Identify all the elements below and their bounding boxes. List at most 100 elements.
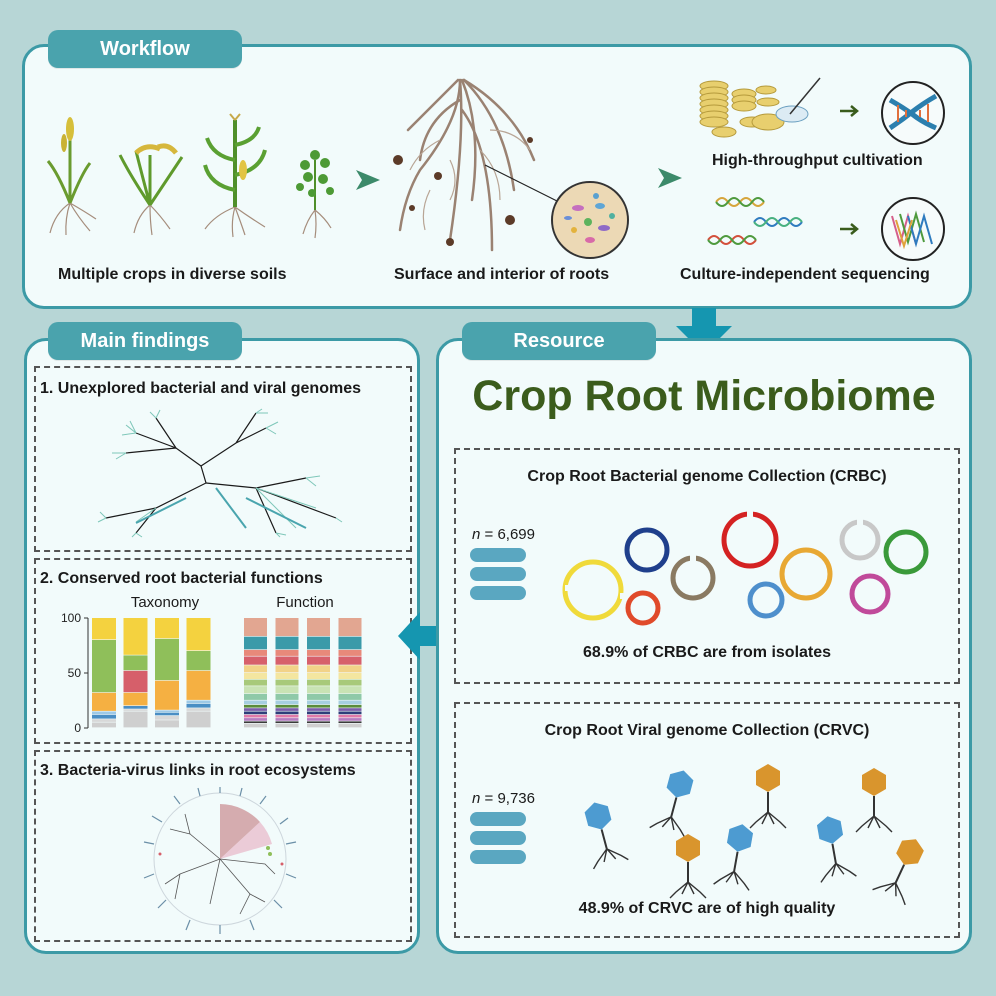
phage-orange-4 bbox=[871, 830, 934, 906]
finding-3-box bbox=[34, 750, 412, 942]
taxonomy-bar-segment bbox=[92, 714, 116, 719]
function-bar-segment bbox=[275, 708, 299, 711]
function-bar-segment bbox=[307, 711, 330, 715]
function-bar-segment bbox=[244, 693, 267, 700]
crvc-count: n = 9,736 bbox=[472, 790, 535, 807]
taxonomy-bar-segment bbox=[92, 711, 116, 715]
function-bar-segment bbox=[338, 686, 362, 694]
function-bar-segment bbox=[244, 636, 267, 650]
function-bar-segment bbox=[338, 711, 362, 715]
genome-assembly-icon bbox=[881, 197, 945, 261]
function-bar-segment bbox=[307, 665, 330, 673]
taxonomy-bar-segment bbox=[186, 670, 211, 700]
crvc-title: Crop Root Viral genome Collection (CRVC) bbox=[544, 722, 870, 739]
crbc-footer: 68.9% of CRBC are from isolates bbox=[582, 644, 832, 661]
phylogenetic-tree-illustration bbox=[97, 408, 343, 538]
rice-plant bbox=[118, 143, 184, 206]
function-bar-segment bbox=[338, 618, 362, 637]
crvc-n-value: = 9,736 bbox=[480, 790, 535, 807]
workflow-tab: Workflow bbox=[48, 30, 242, 68]
taxonomy-bar-segment bbox=[186, 703, 211, 708]
function-bar-segment bbox=[307, 636, 330, 650]
function-bar-segment bbox=[244, 718, 267, 721]
taxonomy-chart-title: Taxonomy bbox=[130, 594, 200, 611]
function-bar-segment bbox=[244, 656, 267, 665]
function-bar-segment bbox=[307, 708, 330, 711]
function-bar-segment bbox=[275, 714, 299, 718]
crbc-count: n = 6,699 bbox=[472, 526, 535, 543]
function-bar-segment bbox=[338, 718, 362, 721]
function-bar-segment bbox=[244, 714, 267, 718]
function-bar-segment bbox=[338, 636, 362, 650]
phage-orange-3 bbox=[669, 833, 707, 899]
flow-arrow-1 bbox=[356, 170, 380, 190]
resource-panel bbox=[436, 338, 972, 954]
function-bar-segment bbox=[307, 704, 330, 708]
sequencing-label: Culture-independent sequencing bbox=[680, 266, 930, 283]
function-bar-segment bbox=[338, 673, 362, 679]
function-bar-segment bbox=[338, 704, 362, 708]
root-system-illustration bbox=[393, 78, 629, 259]
phage-blue-2 bbox=[648, 764, 703, 838]
cultivation-label: High-throughput cultivation bbox=[712, 152, 923, 169]
function-bar-segment bbox=[275, 718, 299, 721]
function-bar-segment bbox=[244, 704, 267, 708]
function-bar-segment bbox=[244, 679, 267, 686]
crbc-n-symbol: n bbox=[472, 526, 481, 543]
function-bar-segment bbox=[244, 723, 267, 728]
phage-blue-1 bbox=[575, 796, 630, 870]
taxonomy-bar-segment bbox=[123, 711, 148, 728]
function-bar-segment bbox=[338, 679, 362, 686]
function-bar-segment bbox=[307, 673, 330, 679]
function-bar-segment bbox=[244, 708, 267, 711]
resource-title: Crop Root Microbiome bbox=[472, 372, 936, 420]
taxonomy-bar-segment bbox=[92, 722, 116, 728]
function-bar-segment bbox=[338, 723, 362, 728]
taxonomy-bar-segment bbox=[123, 709, 148, 711]
function-bar-segment bbox=[275, 686, 299, 694]
taxonomy-y-tick-label: 0 bbox=[74, 721, 81, 735]
function-bar-segment bbox=[275, 693, 299, 700]
finding-2-box bbox=[34, 558, 412, 744]
flow-arrow-2 bbox=[658, 168, 682, 188]
function-bar-segment bbox=[307, 723, 330, 728]
taxonomy-bar-segment bbox=[186, 711, 211, 728]
crbc-n-value: = 6,699 bbox=[480, 526, 535, 543]
function-bar-segment bbox=[275, 704, 299, 708]
bacterial-genome-plasmids bbox=[562, 511, 929, 626]
function-bar-segment bbox=[338, 714, 362, 718]
function-bar-segment bbox=[338, 700, 362, 705]
function-bar-segment bbox=[307, 718, 330, 721]
phage-blue-4 bbox=[808, 812, 858, 884]
crvc-n-symbol: n bbox=[472, 790, 481, 807]
crbc-database-icon bbox=[470, 548, 526, 600]
function-bar-segment bbox=[307, 679, 330, 686]
function-bar-segment bbox=[338, 665, 362, 673]
down-arrow bbox=[676, 308, 732, 354]
phage-blue-3 bbox=[712, 820, 762, 892]
circular-phylogeny-illustration bbox=[143, 787, 297, 934]
taxonomy-bar-segment bbox=[123, 692, 148, 706]
taxonomy-bar-segment bbox=[123, 670, 148, 693]
taxonomy-bar-segment bbox=[92, 640, 116, 693]
function-bar-segment bbox=[275, 679, 299, 686]
taxonomy-bar-segment bbox=[92, 618, 116, 640]
finding-1-label: 1. Unexplored bacterial and viral genome… bbox=[40, 380, 361, 397]
maize-plant bbox=[203, 113, 267, 207]
taxonomy-bar-segment bbox=[155, 720, 179, 728]
crvc-database-icon bbox=[470, 812, 526, 864]
function-bar-segment bbox=[307, 656, 330, 665]
crop-plants-illustration bbox=[46, 113, 334, 239]
function-bar-segment bbox=[275, 636, 299, 650]
taxonomy-bar-segment bbox=[155, 710, 179, 712]
cultivation-arrow bbox=[840, 105, 859, 117]
function-bar-segment bbox=[307, 693, 330, 700]
taxonomy-bar-segment bbox=[123, 706, 148, 709]
function-bar-segment bbox=[244, 673, 267, 679]
function-bar-segment bbox=[275, 649, 299, 656]
function-bar-segment bbox=[307, 700, 330, 705]
left-arrow bbox=[398, 612, 448, 660]
resource-tab: Resource bbox=[462, 322, 656, 360]
function-bar-segment bbox=[338, 708, 362, 711]
taxonomy-y-tick-label: 100 bbox=[61, 611, 81, 625]
